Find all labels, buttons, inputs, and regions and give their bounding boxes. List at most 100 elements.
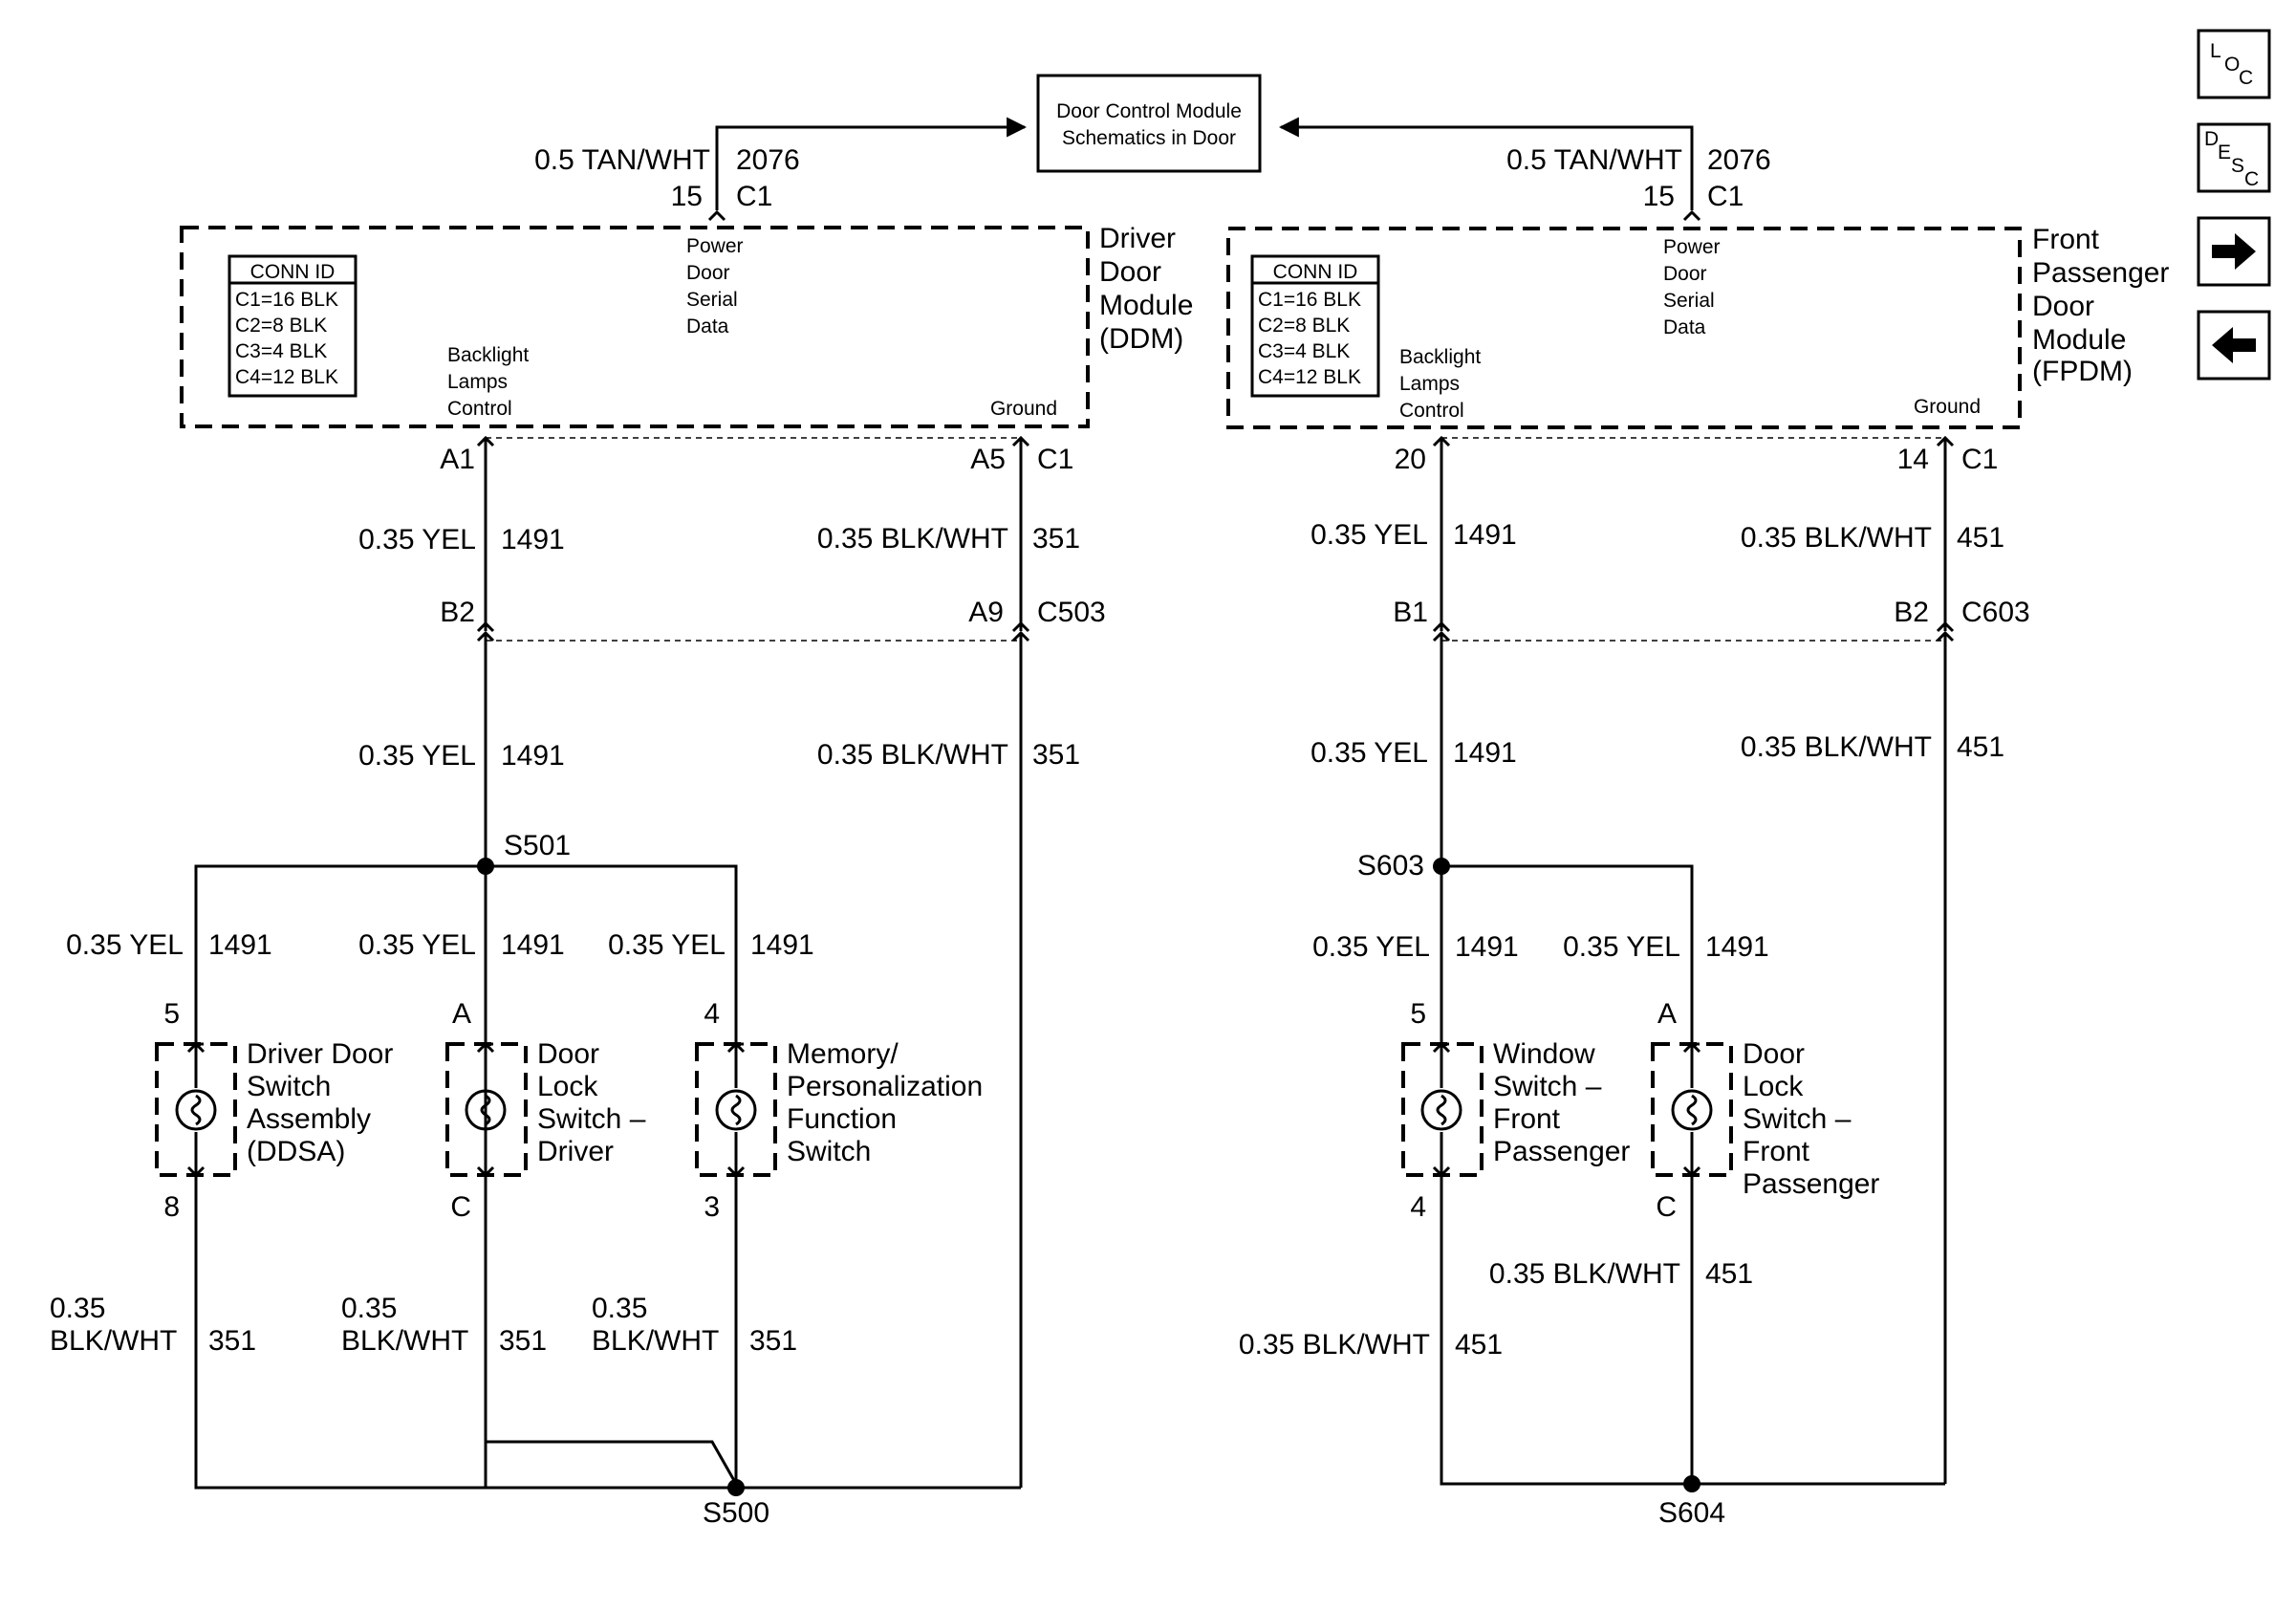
loc-button[interactable]: L O C — [2197, 29, 2271, 99]
fpdm-wire-yel-num: 1491 — [1453, 737, 1517, 769]
fpdm-conn-id-row: C4=12 BLK — [1258, 366, 1361, 388]
lamp-icon — [465, 1089, 507, 1131]
ddm-blc-label: Backlight — [447, 344, 529, 366]
ddm-feed-wire-label: 0.5 TAN/WHT — [534, 144, 710, 176]
fpdm-feed-conn: C1 — [1707, 181, 1744, 212]
loc-letter-l: L — [2210, 40, 2221, 62]
left-arrow-icon — [2212, 327, 2256, 363]
window-switch-pin-bottom: 4 — [1410, 1191, 1426, 1223]
fpdm-conn-id-row: C2=8 BLK — [1258, 315, 1350, 337]
fpdm-wire-blk-label: 0.35 BLK/WHT — [1741, 522, 1932, 554]
ddm-conn-id-row: C4=12 BLK — [235, 366, 338, 388]
ddm-conn-id-header: CONN ID — [250, 261, 336, 283]
ddm-wire-yel-label: 0.35 YEL — [358, 524, 476, 555]
ddm-blc-label: Control — [447, 398, 512, 420]
ddm-wire-yel-num: 1491 — [501, 740, 565, 772]
fpdm-wire-blk-label: 0.35 BLK/WHT — [1741, 731, 1932, 763]
lamp-icon — [715, 1089, 757, 1131]
ddm-pin-a1: A1 — [440, 444, 475, 475]
ddsa-name: Switch — [247, 1071, 331, 1102]
ddm-ground-wire-label: BLK/WHT — [50, 1325, 177, 1357]
ddm-title-4: (DDM) — [1099, 323, 1183, 355]
ddm-conn-id-row: C1=16 BLK — [235, 289, 338, 311]
desc-letter-s: S — [2231, 155, 2244, 177]
door-lock-driver-pin-bottom: C — [450, 1191, 471, 1223]
ddm-feed-wire — [715, 117, 1028, 210]
fpdm-branch-wire-label: 0.35 YEL — [1312, 931, 1430, 963]
ddm-pin-a5: A5 — [970, 444, 1006, 475]
fpdm-feed-pin: 15 — [1643, 181, 1675, 212]
ddm-conn-id-table: CONN ID C1=16 BLK C2=8 BLK C3=4 BLK C4=1… — [227, 254, 357, 398]
ddm-branch-wire-num: 1491 — [750, 929, 814, 961]
ddm-ground-wire-num: 351 — [499, 1325, 547, 1357]
ddm-ground-wire-label: 0.35 — [592, 1293, 647, 1324]
fpdm-splice-top-label: S603 — [1357, 850, 1424, 882]
memory-switch-name: Switch — [787, 1136, 871, 1167]
ddm-wire-yel-label: 0.35 YEL — [358, 740, 476, 772]
ddm-ground-wire-num: 351 — [208, 1325, 256, 1357]
window-switch-name: Passenger — [1493, 1136, 1630, 1167]
ddm-ground-wire-num: 351 — [749, 1325, 797, 1357]
fpdm-conn-id-table: CONN ID C1=16 BLK C2=8 BLK C3=4 BLK C4=1… — [1250, 254, 1380, 398]
ddsa-pin-bottom: 8 — [163, 1191, 180, 1223]
ddm-wire-blk-num: 351 — [1032, 523, 1080, 555]
desc-letter-d: D — [2204, 128, 2219, 150]
window-switch-name: Switch – — [1493, 1071, 1602, 1102]
forward-button[interactable] — [2197, 216, 2271, 287]
fpdm-ground-wire-label: 0.35 BLK/WHT — [1239, 1329, 1430, 1361]
door-lock-driver-name: Lock — [537, 1071, 598, 1102]
ddm-ground-wire-label: 0.35 — [341, 1293, 397, 1324]
desc-letter-c: C — [2244, 168, 2259, 190]
fpdm-splice-bottom-label: S604 — [1658, 1497, 1725, 1529]
ddm-branch-wire-label: 0.35 YEL — [358, 929, 476, 961]
fpdm-blc-label: Lamps — [1399, 373, 1460, 395]
ddsa-name: Driver Door — [247, 1038, 393, 1070]
fpdm-title-4: Module — [2032, 324, 2126, 356]
lamp-icon — [1671, 1089, 1713, 1131]
fpdm-wire-yel-num: 1491 — [1453, 519, 1517, 551]
fpdm-splice-s604 — [1683, 1475, 1700, 1492]
desc-button[interactable]: D E S C — [2197, 122, 2271, 193]
fpdm-pin-b2: B2 — [1894, 597, 1929, 628]
fpdm-pin-14: 14 — [1897, 444, 1929, 475]
switch-memory-personalization: 4 3 Memory/ Personalization Function Swi… — [695, 998, 983, 1223]
ddm-psd-label: Data — [686, 316, 729, 337]
fpdm-wire-blk-num: 451 — [1957, 522, 2004, 554]
fpdm-branch-wire-num: 1491 — [1455, 931, 1519, 963]
ddm-wire-blk-label: 0.35 BLK/WHT — [817, 739, 1008, 771]
door-lock-driver-name: Door — [537, 1038, 599, 1070]
ddm-psd-label: Serial — [686, 289, 738, 311]
ddm-psd-label: Door — [686, 262, 730, 284]
door-control-module-box: Door Control Module Schematics in Door — [1036, 74, 1262, 173]
fpdm-psd-label: Serial — [1663, 290, 1715, 312]
loc-letter-o: O — [2224, 54, 2240, 76]
ddm-title-3: Module — [1099, 290, 1193, 321]
fpdm-psd-label: Door — [1663, 263, 1707, 285]
back-button[interactable] — [2197, 310, 2271, 381]
switch-window-front-passenger: 5 4 Window Switch – Front Passenger — [1401, 998, 1630, 1223]
ddm-ground-wire-label: BLK/WHT — [592, 1325, 719, 1357]
desc-letter-e: E — [2218, 142, 2231, 163]
fpdm-title-5: (FPDM) — [2032, 356, 2133, 387]
ddm-module-box — [180, 226, 1090, 428]
window-switch-name: Front — [1493, 1103, 1561, 1135]
door-lock-driver-pin-top: A — [452, 998, 471, 1030]
fpdm-branch-wire-label: 0.35 YEL — [1563, 931, 1680, 963]
ddsa-pin-top: 5 — [163, 998, 180, 1030]
switch-door-lock-driver: A C Door Lock Switch – Driver — [445, 998, 646, 1223]
window-switch-pin-top: 5 — [1410, 998, 1426, 1030]
fpdm-wire-yel-label: 0.35 YEL — [1310, 519, 1428, 551]
fpdm-title-1: Front — [2032, 224, 2100, 255]
fpdm-conn-id-header: CONN ID — [1273, 261, 1358, 283]
fpdm-pin-20: 20 — [1395, 444, 1426, 475]
fpdm-wire-yel-label: 0.35 YEL — [1310, 737, 1428, 769]
door-lock-fp-name: Lock — [1743, 1071, 1804, 1102]
ddm-splice-top-label: S501 — [504, 830, 571, 861]
ddm-conn-id-row: C2=8 BLK — [235, 315, 327, 337]
ddm-ground-label: Ground — [990, 398, 1057, 420]
ddm-psd-label: Power — [686, 235, 744, 257]
loc-letter-c: C — [2239, 67, 2253, 89]
ddsa-name: (DDSA) — [247, 1136, 345, 1167]
fpdm-module-box — [1226, 227, 2022, 429]
